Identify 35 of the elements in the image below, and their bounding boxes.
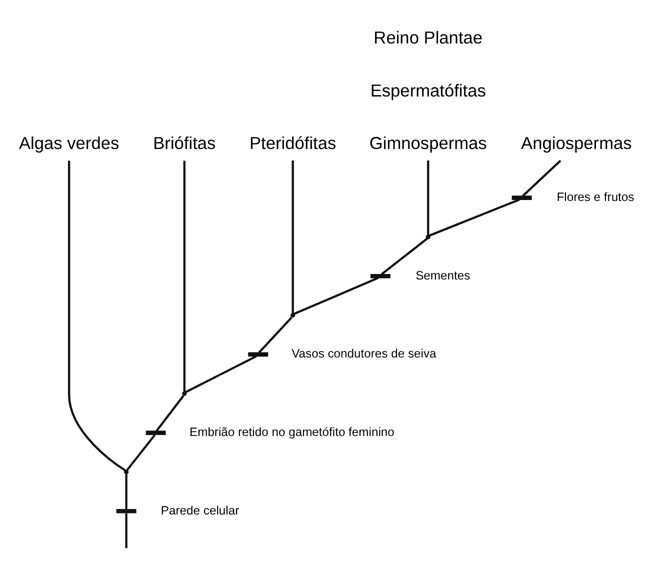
node-point [124,469,129,474]
connector [156,394,184,432]
connector [126,434,156,470]
node-text: Pteridófitas [249,132,336,153]
connector [380,237,428,275]
node-bar [370,273,390,278]
node-bar [248,352,268,356]
node-label: Embrião retido no gametófito feminino [190,424,394,438]
connector [294,276,379,314]
node-label: Parede celular [160,502,240,517]
connector [183,160,186,392]
connector [522,159,562,196]
connector [68,160,126,471]
node-text: Briófitas [153,132,216,153]
connector [292,160,294,313]
connector [427,160,430,235]
connector [125,474,128,509]
node-point [182,390,187,396]
node-text: Gimnospermas [369,132,487,153]
node-text: Algas verdes [18,132,120,153]
node-label: Sementes [416,268,470,282]
node-text: Angiospermas [521,132,632,153]
node-label: Flores e frutos [556,190,634,204]
node-point [290,312,296,318]
node-label: Vasos condutores de seiva [292,346,436,360]
node-point [426,234,430,239]
connector [429,198,520,236]
connector [125,512,128,548]
label: Reino Plantae [374,26,483,47]
node-bar [116,508,136,513]
node-bar [146,430,166,434]
node-bar [512,195,532,200]
connector [185,354,257,393]
connector [258,316,292,353]
label: Espermatófitas [370,80,486,100]
